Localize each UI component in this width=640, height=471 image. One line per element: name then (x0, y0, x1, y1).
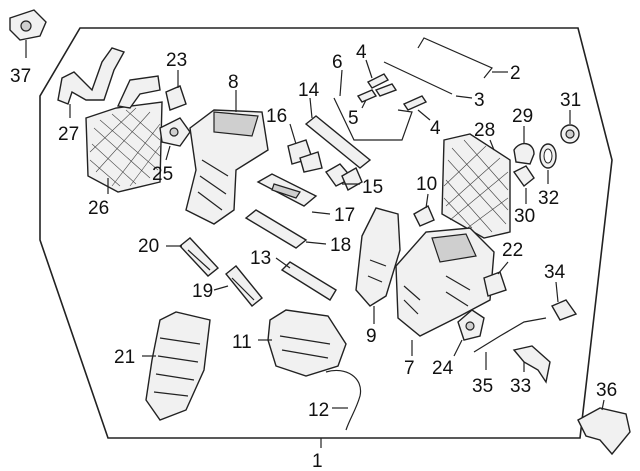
callout-11: 11 (232, 332, 252, 353)
part-36-elbow-duct (577, 407, 631, 456)
callout-27: 27 (58, 124, 79, 145)
callout-26: 26 (88, 198, 109, 219)
part-10-clip (413, 205, 435, 227)
part-2-seal-rod-long (417, 37, 493, 79)
callout-3: 3 (474, 90, 485, 111)
callout-19: 19 (192, 281, 213, 302)
part-13-seal-strip (280, 261, 337, 301)
callout-29: 29 (512, 106, 533, 127)
callout-10: 10 (416, 174, 437, 195)
callout-14: 14 (298, 80, 320, 101)
part-34-resistor (551, 299, 578, 321)
part-12-drain-hose (325, 369, 362, 431)
callout-31: 31 (560, 90, 581, 111)
part-31-plug (560, 124, 580, 144)
part-3-seal-rod (383, 61, 453, 95)
callout-33: 33 (510, 376, 531, 397)
callout-13: 13 (250, 248, 271, 269)
part-9-case-panel (355, 207, 401, 307)
callout-34: 34 (544, 262, 566, 283)
callout-24: 24 (432, 358, 454, 379)
callout-7: 7 (404, 358, 415, 379)
part-26-heater-core (85, 75, 163, 193)
callout-9: 9 (366, 326, 377, 347)
callout-17: 17 (334, 205, 355, 226)
part-5-seal-small-pair (356, 83, 398, 103)
part-24-mode-actuator (457, 309, 485, 341)
part-16-link-bracket-small (287, 139, 323, 173)
callout-12: 12 (308, 400, 329, 421)
part-22-actuator (483, 271, 507, 297)
callout-1: 1 (312, 451, 323, 471)
part-6-seal-frame (333, 97, 413, 141)
callout-21: 21 (114, 347, 135, 368)
callout-36: 36 (596, 380, 617, 401)
callout-20: 20 (138, 236, 159, 257)
callout-8: 8 (228, 72, 239, 93)
part-30-expansion-clip (512, 165, 535, 188)
part-21-duct (145, 311, 211, 421)
callout-15: 15 (362, 177, 383, 198)
part-29-grommet (513, 143, 535, 165)
part-11-lower-case (267, 309, 347, 377)
part-35-tube (473, 317, 547, 353)
part-15-link-bracket (324, 163, 363, 191)
callout-5: 5 (348, 108, 359, 129)
callout-37: 37 (10, 66, 31, 87)
part-17-link-assembly (256, 173, 318, 207)
part-27-heater-pipe (57, 47, 126, 105)
callout-30: 30 (514, 206, 535, 227)
callout-32: 32 (538, 188, 559, 209)
part-4-seal-small-2 (402, 95, 428, 111)
callout-2: 2 (510, 63, 521, 84)
part-28-evaporator-core (441, 133, 511, 239)
part-7-case-right (395, 227, 495, 337)
callout-4-a: 4 (356, 42, 367, 63)
part-19-door-link (225, 265, 263, 307)
callout-25: 25 (152, 164, 173, 185)
callout-23: 23 (166, 50, 187, 71)
part-4-seal-small (366, 73, 390, 89)
callout-22: 22 (502, 240, 523, 261)
callout-16: 16 (266, 106, 287, 127)
callout-28: 28 (474, 120, 495, 141)
callout-18: 18 (330, 235, 351, 256)
part-23-sensor (165, 85, 187, 111)
part-18-lever-strip (244, 209, 308, 249)
callout-6: 6 (332, 52, 343, 73)
callout-4-b: 4 (430, 118, 441, 139)
part-20-door-link-left (178, 237, 220, 277)
part-32-o-ring (539, 143, 557, 169)
assembly-boundary (39, 27, 613, 439)
part-8-case-upper (185, 109, 269, 225)
callout-35: 35 (472, 376, 493, 397)
part-25-temp-actuator (159, 117, 191, 147)
part-14-seal-strip-long (304, 115, 372, 169)
part-37-clamp (9, 9, 47, 41)
